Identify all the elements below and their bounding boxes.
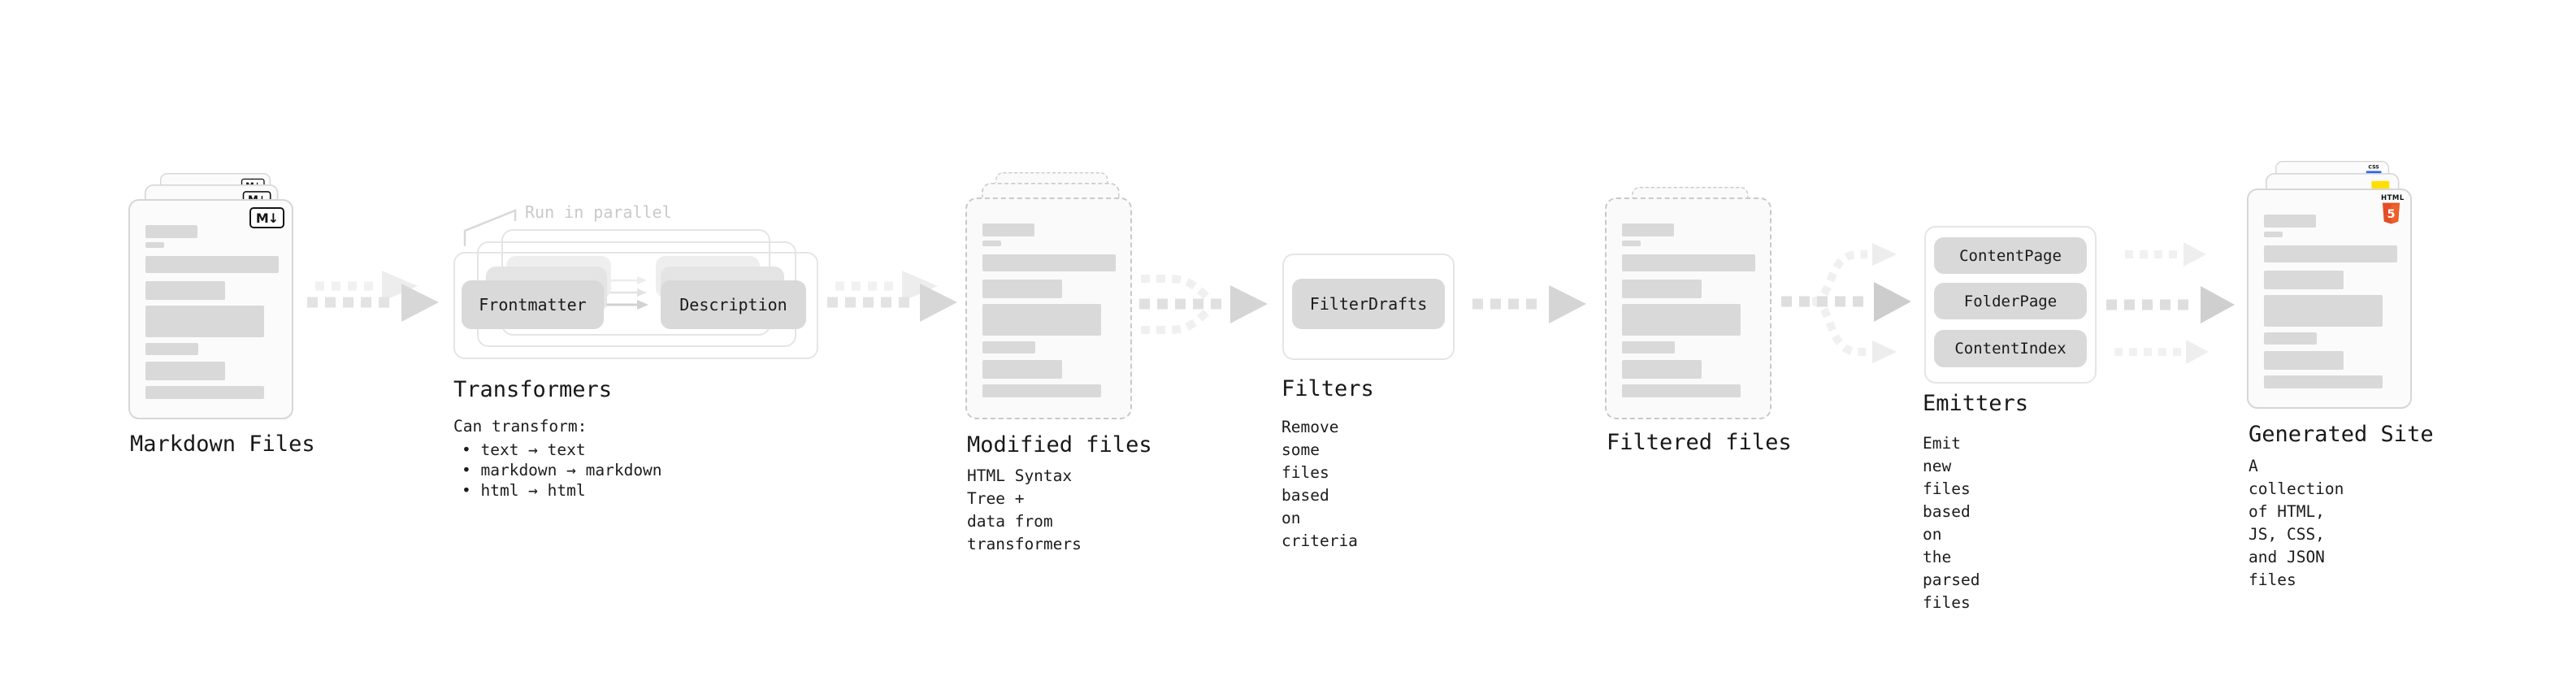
skeleton-line: [2264, 375, 2383, 388]
modified-files-label: Modified files: [967, 432, 1152, 458]
emitters-label: Emitters: [1923, 391, 2029, 416]
run-in-parallel-note: Run in parallel: [525, 202, 672, 222]
css-file-badge-icon: CSS: [2366, 164, 2382, 174]
skeleton-line: [982, 280, 1062, 298]
skeleton-line: [1622, 280, 1702, 298]
file-card: [965, 197, 1132, 419]
transformers-desc-title: Can transform:: [453, 417, 588, 436]
generated-site-label: Generated Site: [2249, 422, 2434, 447]
file-card: [1605, 197, 1772, 419]
skeleton-line: [1622, 254, 1755, 271]
skeleton-line: [145, 343, 198, 355]
generated-site-desc: A collection of HTML, JS, CSS, and JSON …: [2249, 457, 2344, 589]
skeleton-line: [145, 306, 264, 337]
transformer-chip-frontmatter: Frontmatter: [462, 280, 604, 329]
skeleton-line: [982, 241, 1001, 246]
skeleton-line: [1622, 223, 1674, 236]
skeleton-line: [982, 254, 1116, 271]
diverge-arrow-icon: [1781, 243, 1911, 363]
skeleton-line: [2264, 245, 2397, 262]
filter-chip-filterdrafts: FilterDrafts: [1292, 279, 1445, 329]
bullet-item: • html → html: [462, 481, 586, 500]
skeleton-line: [2264, 215, 2316, 228]
modified-files-desc: HTML Syntax Tree + data from transformer…: [967, 466, 1082, 553]
emitter-chip-folderpage: FolderPage: [1934, 283, 2087, 319]
skeleton-line: [2264, 271, 2344, 289]
markdown-files-label: Markdown Files: [130, 432, 315, 457]
skeleton-line: [1622, 384, 1741, 397]
skeleton-line: [2264, 332, 2317, 345]
skeleton-line: [1622, 304, 1741, 336]
html5-shield-icon: 5: [2382, 202, 2400, 224]
flow-arrow-icon: [827, 271, 957, 322]
skeleton-line: [145, 362, 225, 380]
skeleton-line: [982, 304, 1101, 336]
flow-arrow-icon: [307, 271, 439, 322]
html5-badge-icon: HTML 5: [2381, 194, 2405, 228]
transformers-label: Transformers: [453, 377, 613, 402]
bullet-item: • text → text: [462, 440, 586, 459]
skeleton-line: [145, 225, 197, 238]
skeleton-line: [982, 384, 1101, 397]
skeleton-line: [145, 386, 264, 399]
skeleton-line: [982, 223, 1034, 236]
emitter-chip-contentpage: ContentPage: [1934, 237, 2087, 274]
filtered-files-label: Filtered files: [1607, 430, 1792, 455]
filters-label: Filters: [1281, 376, 1374, 401]
css-badge-label: CSS: [2368, 164, 2379, 171]
skeleton-line: [145, 242, 164, 248]
css-badge-bar: [2366, 171, 2382, 174]
skeleton-line: [145, 256, 279, 273]
transformer-frame: [453, 252, 818, 359]
skeleton-line: [982, 360, 1062, 379]
js-file-badge-icon: [2371, 180, 2390, 191]
transformers-bullet-list: • text → text • markdown → markdown • ht…: [453, 440, 662, 501]
skeleton-line: [2264, 351, 2344, 370]
html5-badge-label: HTML: [2381, 194, 2405, 202]
file-card: HTML 5: [2247, 189, 2412, 409]
file-card: M↓: [128, 199, 293, 419]
triple-arrow-icon: [2106, 242, 2235, 364]
filters-desc: Remove some files based on criteria: [1281, 418, 1358, 550]
transformer-chip-description: Description: [661, 280, 806, 329]
flow-arrow-icon: [1472, 285, 1586, 323]
skeleton-line: [2264, 232, 2283, 237]
skeleton-line: [1622, 341, 1675, 354]
bullet-item: • markdown → markdown: [462, 461, 662, 479]
skeleton-line: [1622, 241, 1641, 246]
markdown-badge-icon: M↓: [249, 207, 284, 228]
converge-arrow-icon: [1139, 275, 1268, 334]
svg-text:5: 5: [2387, 208, 2395, 221]
emitter-chip-contentindex: ContentIndex: [1934, 330, 2087, 367]
skeleton-line: [1622, 360, 1702, 379]
skeleton-line: [982, 341, 1035, 354]
emitters-desc: Emit new files based on the parsed files: [1923, 434, 1980, 612]
skeleton-line: [2264, 295, 2383, 327]
skeleton-line: [145, 281, 225, 300]
